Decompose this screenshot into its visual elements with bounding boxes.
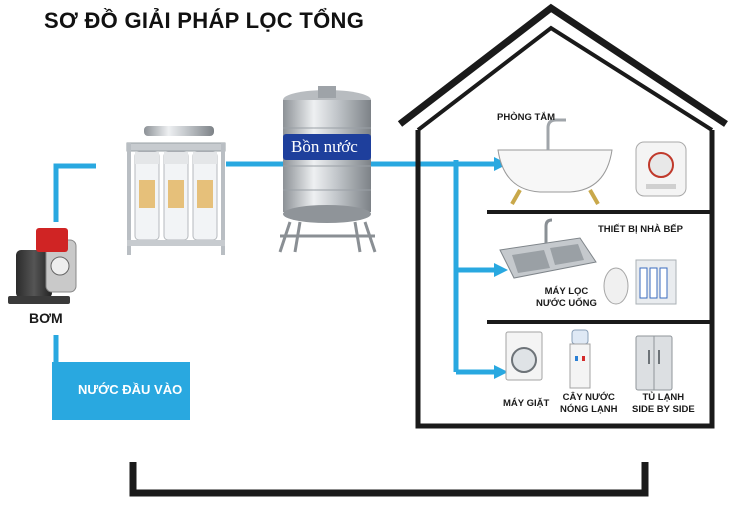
fridge-label-line2: SIDE BY SIDE: [632, 404, 695, 415]
purifier-label: MÁY LỌC NƯỚC UỐNG: [536, 286, 597, 310]
water-inlet-box: NƯỚC ĐẦU VÀO: [52, 362, 190, 420]
water-heater-illustration: [635, 141, 687, 197]
kitchen-sink-illustration: [499, 218, 597, 279]
bathroom-label: PHÒNG TẮM: [497, 112, 556, 123]
house-outline: [397, 3, 728, 429]
tank-label: Bồn nước: [291, 137, 358, 156]
water-pipes: [53, 160, 494, 375]
refrigerator-illustration: [635, 335, 673, 391]
washer-label: MÁY GIẶT: [503, 398, 550, 409]
fridge-label-line1: TỦ LẠNH: [642, 392, 685, 403]
bracket-line: [129, 462, 649, 497]
fridge-label: TỦ LẠNH SIDE BY SIDE: [632, 392, 695, 416]
pump-illustration: [8, 228, 77, 304]
filter-system-illustration: [126, 126, 226, 255]
arrow-appliances: [494, 365, 508, 379]
water-tank-illustration: [278, 86, 377, 253]
dispenser-label-line2: NÓNG LẠNH: [560, 404, 618, 415]
water-inlet-label: NƯỚC ĐẦU VÀO: [78, 382, 183, 397]
purifier-label-line2: NƯỚC UỐNG: [536, 298, 597, 309]
pipe-pump-to-filter: [53, 163, 96, 222]
dispenser-label-line1: CÂY NƯỚC: [562, 392, 615, 403]
arrow-kitchen: [494, 263, 508, 277]
bathtub-illustration: [497, 118, 613, 205]
purifier-label-line1: MÁY LỌC: [544, 286, 589, 297]
kitchen-label: THIẾT BỊ NHÀ BẾP: [598, 224, 683, 235]
water-dispenser-illustration: [569, 329, 591, 389]
water-purifier-illustration: [603, 259, 677, 305]
dispenser-label: CÂY NƯỚC NÓNG LẠNH: [560, 392, 618, 416]
washing-machine-illustration: [505, 331, 543, 381]
diagram-title: SƠ ĐỒ GIẢI PHÁP LỌC TỔNG: [44, 8, 365, 33]
tank-label-band: Bồn nước: [283, 134, 371, 160]
pump-label: BƠM: [29, 310, 63, 326]
